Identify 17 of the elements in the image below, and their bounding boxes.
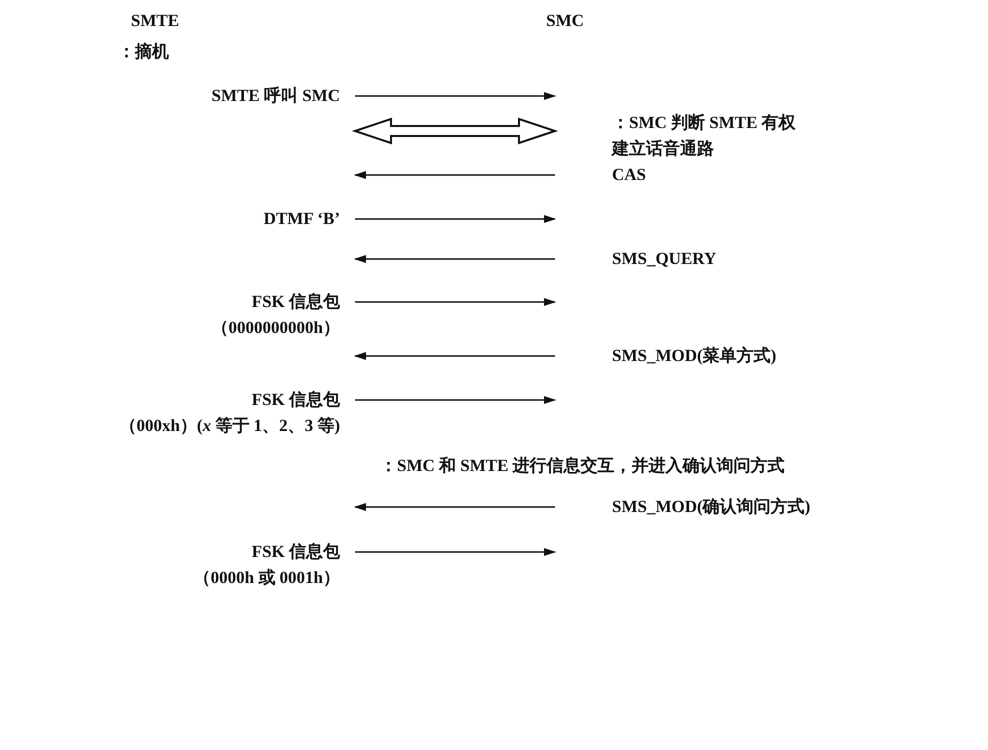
message-text: SMTE 呼叫 SMC [212,85,340,107]
message-text: FSK 信息包 [252,389,340,411]
message-text: SMS_QUERY [612,248,716,270]
message-text: ：SMC 判断 SMTE 有权建立话音通路 [612,112,797,160]
message-text: FSK 信息包 [252,291,340,313]
message-text: SMS_MOD(菜单方式) [612,345,776,367]
message-text: （0000000000h） [212,317,340,339]
message-text: SMS_MOD(确认询问方式) [612,496,810,518]
message-text: DTMF ‘B’ [264,208,340,230]
message-text: ：摘机 [118,41,169,63]
participant-name: SMTE [130,8,180,34]
message-text: （000xh）(x 等于 1、2、3 等) [119,415,340,437]
message-text: ：SMC 和 SMTE 进行信息交互，并进入确认询问方式 [380,455,785,477]
participant-name: SMC [546,8,584,34]
message-text: FSK 信息包 [252,541,340,563]
message-text: CAS [612,164,646,186]
message-text: （0000h 或 0001h） [194,567,340,589]
